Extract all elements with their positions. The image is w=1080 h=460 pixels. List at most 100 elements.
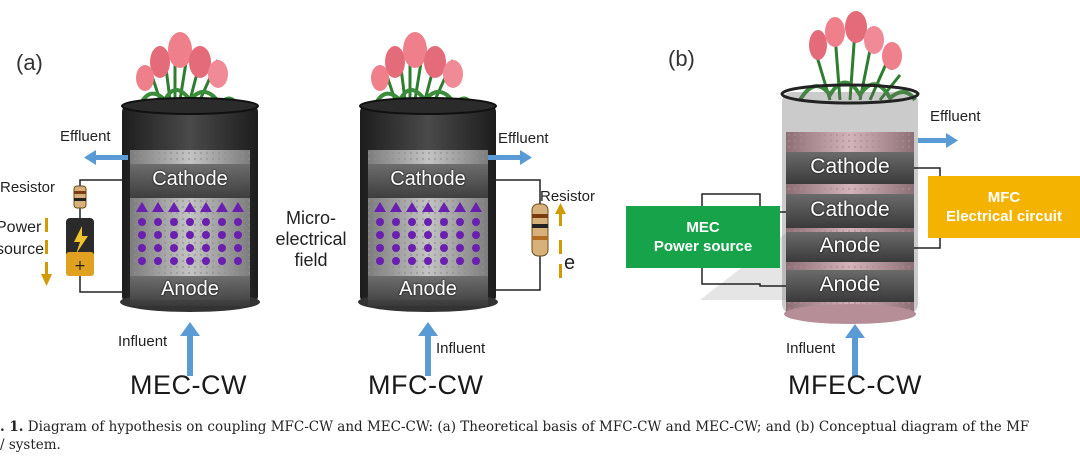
field-particle-dot	[234, 257, 242, 265]
field-particle-dot	[138, 257, 146, 265]
field-arrow-mark	[152, 202, 164, 212]
power-source-label-line1: Power	[0, 219, 42, 236]
caption-fig-label: . 1.	[0, 419, 24, 435]
field-arrow-mark	[422, 202, 434, 212]
field-particle-dot	[154, 244, 162, 252]
field-particle-dot	[392, 218, 400, 226]
field-particle-dot	[424, 257, 432, 265]
field-particle-dot	[472, 257, 480, 265]
field-particle-dot	[234, 218, 242, 226]
field-label-line-2: electrical	[275, 229, 347, 249]
field-arrow-mark	[168, 202, 180, 212]
mfc-box-line2: Electrical circuit	[946, 208, 1062, 225]
field-particle-dot	[138, 244, 146, 252]
mfec-influent-label: Influent	[786, 340, 836, 357]
field-particle-dot	[234, 231, 242, 239]
field-arrow-mark	[438, 202, 450, 212]
mec-influent-label: Influent	[118, 333, 168, 350]
mec-cathode-label: Cathode	[152, 168, 228, 190]
field-particle-dot	[376, 257, 384, 265]
field-particle-dot	[202, 218, 210, 226]
mfc-resistor-label: Resistor	[540, 188, 596, 205]
field-particle-dot	[440, 231, 448, 239]
field-particle-dot	[440, 218, 448, 226]
field-particle-dot	[456, 244, 464, 252]
mec-resistor-icon	[73, 185, 87, 209]
caption-line-2: / system.	[0, 437, 61, 453]
field-particle-dot	[218, 218, 226, 226]
field-particle-dot	[218, 244, 226, 252]
field-particle-dot	[218, 231, 226, 239]
mfec-effluent-arrow	[918, 133, 958, 148]
battery-icon: +	[66, 218, 94, 276]
field-particle-dot	[408, 257, 416, 265]
field-particle-dot	[186, 257, 194, 265]
field-particle-dot	[202, 244, 210, 252]
mec-cw-reactor	[120, 32, 260, 312]
mec-effluent-label: Effluent	[60, 128, 111, 145]
mec-cw-title: MEC-CW	[130, 370, 247, 400]
field-arrow-mark	[406, 202, 418, 212]
field-arrow-mark	[216, 202, 228, 212]
field-particle-dot	[440, 257, 448, 265]
panel-b-label: (b)	[668, 46, 695, 71]
mfec-cw-title: MFEC-CW	[788, 370, 922, 400]
field-particle-dot	[170, 257, 178, 265]
mfc-effluent-arrow	[488, 150, 532, 165]
mfec-anode-2-label: Anode	[819, 273, 881, 296]
mfc-influent-label: Influent	[436, 340, 486, 357]
field-particle-dot	[456, 257, 464, 265]
field-particle-dot	[456, 231, 464, 239]
mfec-cathode-2-label: Cathode	[810, 198, 890, 221]
field-label-line-1: Micro-	[286, 208, 336, 228]
mfec-plant-icon	[798, 11, 917, 102]
mec-anode-label: Anode	[161, 278, 219, 300]
field-arrow-mark	[454, 202, 466, 212]
field-particle-dot	[376, 231, 384, 239]
field-particle-dot	[170, 218, 178, 226]
figure-caption: . 1. Diagram of hypothesis on coupling M…	[0, 418, 1080, 454]
field-particle-dot	[408, 218, 416, 226]
mfc-cw-title: MFC-CW	[368, 370, 484, 400]
mec-influent-arrow	[180, 322, 200, 376]
field-particle-dot	[408, 231, 416, 239]
field-label-line-3: field	[294, 250, 328, 270]
field-particle-dot	[138, 218, 146, 226]
mfc-resistor-icon	[531, 203, 549, 257]
mfc-cw-reactor	[358, 32, 498, 312]
mec-resistor-label: Resistor	[0, 179, 56, 196]
field-arrow-mark	[374, 202, 386, 212]
field-arrow-mark	[390, 202, 402, 212]
field-particle-dot	[218, 257, 226, 265]
electron-label: e	[564, 252, 576, 274]
field-particle-dot	[472, 218, 480, 226]
field-particle-dot	[456, 218, 464, 226]
field-arrow-mark	[470, 202, 482, 212]
field-arrow-mark	[136, 202, 148, 212]
caption-line-1: . 1. Diagram of hypothesis on coupling M…	[0, 418, 1080, 436]
mfec-influent-arrow	[845, 324, 865, 376]
mfc-cathode-label: Cathode	[390, 168, 466, 190]
field-particle-dot	[472, 231, 480, 239]
mfc-box-line1: MFC	[987, 189, 1021, 206]
field-arrow-mark	[232, 202, 244, 212]
mec-particle-field	[136, 202, 244, 265]
field-particle-dot	[392, 257, 400, 265]
mec-effluent-arrow	[84, 150, 128, 165]
field-particle-dot	[138, 231, 146, 239]
field-particle-dot	[392, 244, 400, 252]
mfc-particle-field	[374, 202, 482, 265]
field-particle-dot	[408, 244, 416, 252]
field-particle-dot	[186, 231, 194, 239]
electron-flow-arrow	[555, 203, 566, 278]
mfec-effluent-label: Effluent	[930, 108, 981, 125]
field-particle-dot	[170, 231, 178, 239]
mfc-plant-icon	[371, 32, 475, 108]
field-particle-dot	[234, 244, 242, 252]
field-arrow-mark	[184, 202, 196, 212]
mfec-cathode-1-label: Cathode	[810, 155, 890, 178]
mec-power-source-box: MEC Power source	[626, 206, 780, 268]
field-particle-dot	[202, 231, 210, 239]
